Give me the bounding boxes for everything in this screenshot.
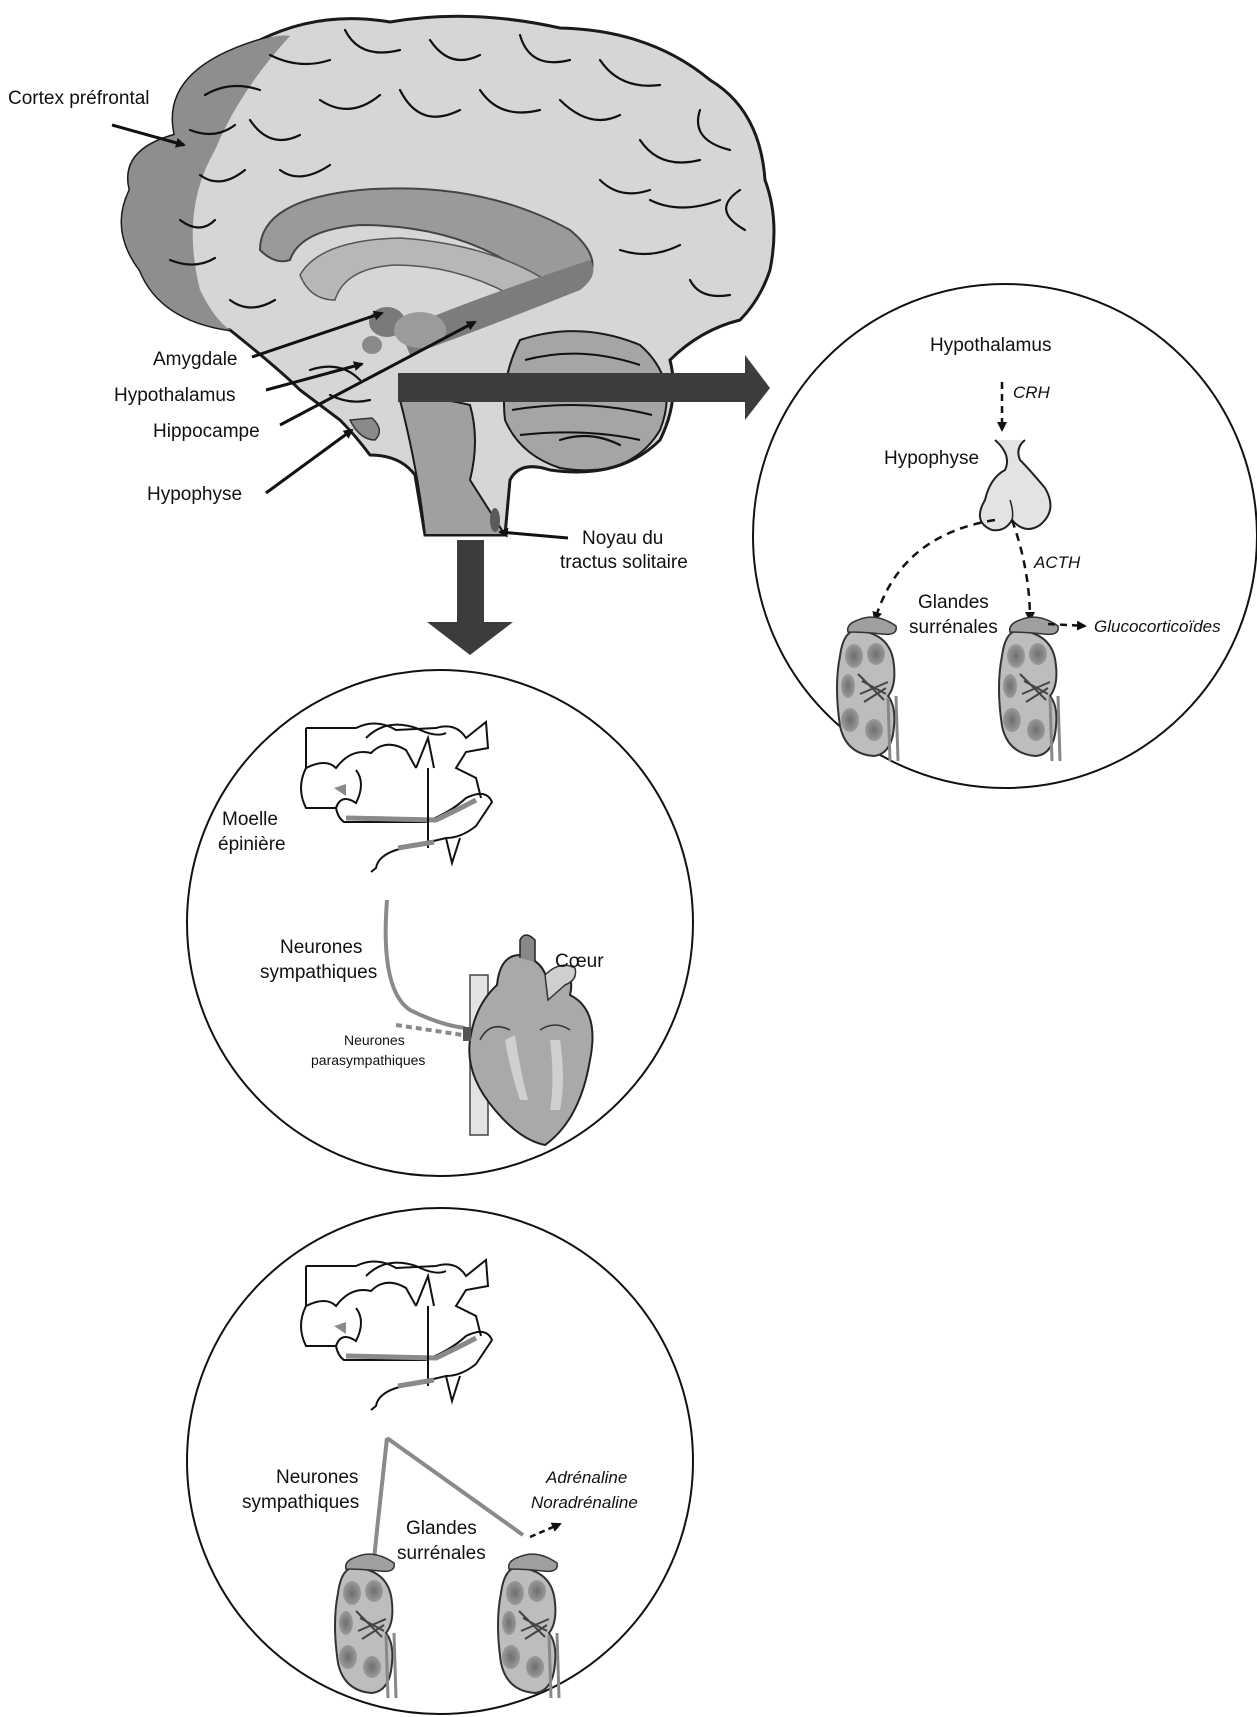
hpa-adrenal-line1: Glandes: [918, 592, 989, 613]
label-nts-line2: tractus solitaire: [560, 552, 688, 573]
sympathetic-heart-panel: Moelle épinière Neurones sympathiques Ne…: [187, 670, 693, 1176]
hpa-axis-panel: Hypothalamus CRH Hypophyse ACTH Glandes …: [753, 284, 1257, 788]
hpa-acth-label: ACTH: [1033, 553, 1081, 572]
sympathetic-adrenal-panel: Neurones sympathiques Glandes surrénales…: [187, 1208, 693, 1714]
label-prefrontal-cortex: Cortex préfrontal: [8, 88, 150, 109]
label-amygdala: Amygdale: [153, 349, 238, 370]
label-nts-line1: Noyau du: [582, 528, 663, 549]
adrenal-panel-adrenaline: Adrénaline: [545, 1468, 627, 1487]
heart-panel-symp-line1: Neurones: [280, 937, 362, 958]
adrenal-panel-adrenal-line1: Glandes: [406, 1518, 477, 1539]
heart-panel-parasymp-line2: parasympathiques: [311, 1052, 425, 1068]
heart-panel-parasymp-line1: Neurones: [344, 1032, 405, 1048]
adrenal-panel-adrenal-line2: surrénales: [397, 1543, 486, 1564]
nts-dot: [490, 508, 500, 532]
label-pituitary: Hypophyse: [147, 484, 242, 505]
label-hypothalamus: Hypothalamus: [114, 385, 235, 406]
hpa-hypothalamus-label: Hypothalamus: [930, 335, 1051, 356]
hpa-adrenal-line2: surrénales: [909, 617, 998, 638]
hpa-glucocorticoids-label: Glucocorticoïdes: [1094, 617, 1221, 636]
adrenal-panel-symp-line2: sympathiques: [242, 1492, 359, 1513]
hypothalamus-shape: [362, 336, 382, 354]
adrenal-panel-symp-line1: Neurones: [276, 1467, 358, 1488]
heart-panel-spinal-line2: épinière: [218, 834, 286, 855]
hpa-crh-label: CRH: [1013, 383, 1051, 402]
brain-illustration: [122, 16, 774, 535]
hpa-pituitary-label: Hypophyse: [884, 448, 979, 469]
adrenal-panel-noradrenaline: Noradrénaline: [531, 1493, 638, 1512]
heart-panel-spinal-line1: Moelle: [222, 809, 278, 830]
heart-panel-heart-label: Cœur: [555, 951, 604, 972]
label-hippocampus: Hippocampe: [153, 421, 260, 442]
arrow-to-sympathetic-panels: [427, 540, 513, 655]
heart-panel-symp-line2: sympathiques: [260, 962, 377, 983]
